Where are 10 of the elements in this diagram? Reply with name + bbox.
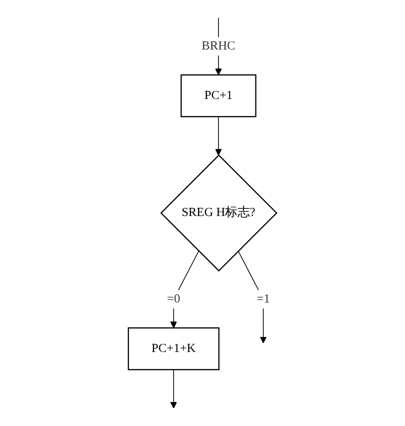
arrow [215,116,222,156]
edge-label: BRHC [202,39,236,53]
node-box: PC+1 [180,74,256,118]
edge-label: =0 [167,292,180,306]
node-box: PC+1+K [128,327,220,370]
arrow [238,250,267,344]
edge-label: =1 [256,292,270,306]
arrow [170,250,200,328]
node-diamond: SREG H标志? [160,154,278,272]
arrow [170,369,178,409]
